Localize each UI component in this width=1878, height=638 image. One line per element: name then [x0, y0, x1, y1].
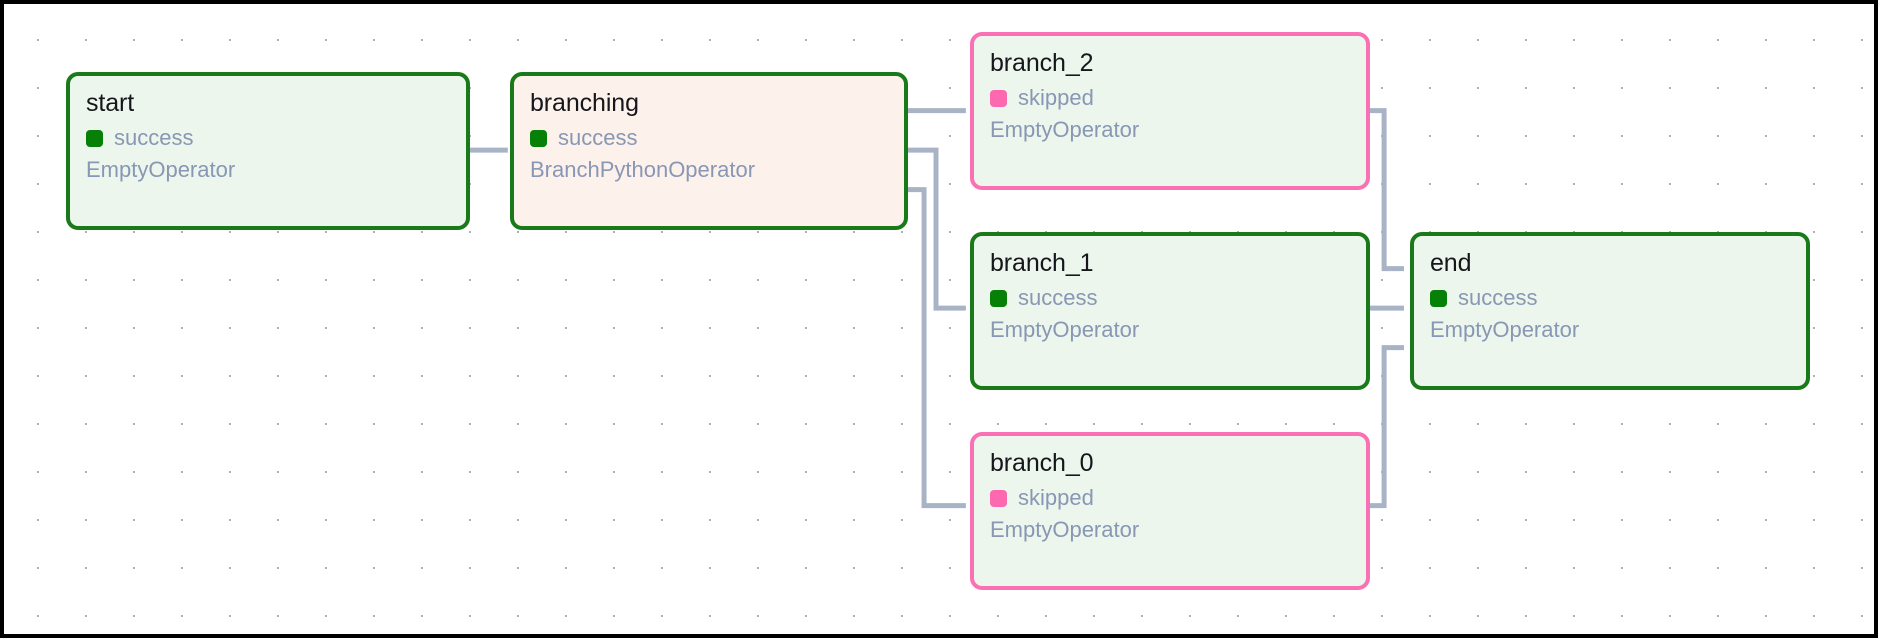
- task-status-row: success: [86, 126, 450, 150]
- task-status-label: success: [558, 125, 638, 150]
- task-status-row: skipped: [990, 486, 1350, 510]
- task-title: end: [1430, 249, 1472, 277]
- edge-branch_0-end[interactable]: [1364, 345, 1405, 509]
- task-status-row: success: [990, 286, 1350, 310]
- task-operator-label: EmptyOperator: [990, 517, 1140, 542]
- task-status-label: skipped: [1018, 485, 1094, 510]
- status-success-icon: [1430, 289, 1447, 307]
- task-status-label: success: [1018, 285, 1098, 310]
- task-status-row: success: [1430, 286, 1790, 310]
- status-skipped-icon: [990, 89, 1007, 107]
- task-operator-label: EmptyOperator: [1430, 317, 1580, 342]
- task-title: branch_2: [990, 49, 1094, 77]
- status-skipped-icon: [990, 489, 1007, 507]
- edge-branch_2-end[interactable]: [1364, 108, 1405, 272]
- task-status-row: skipped: [990, 86, 1350, 110]
- edge-branching-branch_1[interactable]: [904, 147, 966, 311]
- task-status-label: success: [114, 125, 194, 150]
- task-operator-label: EmptyOperator: [990, 117, 1140, 142]
- task-title: start: [86, 89, 135, 117]
- task-status-label: success: [1458, 285, 1538, 310]
- status-success-icon: [530, 129, 547, 147]
- task-status-label: skipped: [1018, 85, 1094, 110]
- task-operator-label: BranchPythonOperator: [530, 157, 756, 182]
- task-title: branch_0: [990, 449, 1094, 477]
- status-success-icon: [990, 289, 1007, 307]
- edge-branching-branch_0[interactable]: [904, 187, 966, 509]
- task-operator-label: EmptyOperator: [990, 317, 1140, 342]
- task-status-row: success: [530, 126, 888, 150]
- status-success-icon: [86, 129, 103, 147]
- task-operator-label: EmptyOperator: [86, 157, 236, 182]
- task-title: branch_1: [990, 249, 1094, 277]
- task-title: branching: [530, 89, 639, 117]
